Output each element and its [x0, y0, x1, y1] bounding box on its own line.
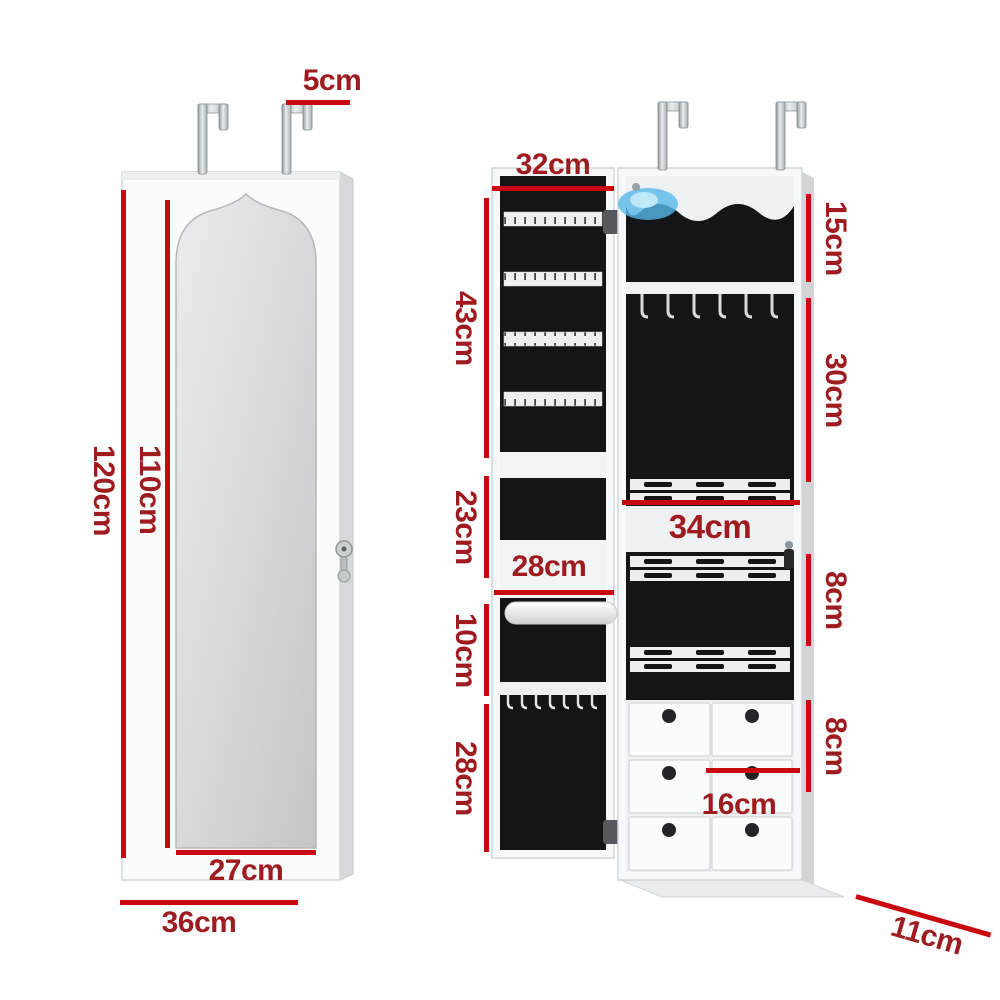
- door-hooks: [506, 694, 598, 710]
- lock-knob: [785, 541, 793, 549]
- drawer-hole-handle: [662, 709, 676, 723]
- dim-label-cabinet-width: 36cm: [161, 906, 237, 939]
- dim-line-interior-width: [622, 500, 800, 505]
- lock-and-key: [335, 540, 353, 583]
- closed-cabinet-top-edge: [122, 172, 340, 180]
- drawer: [711, 759, 793, 814]
- dim-label-overall-height: 120cm: [87, 444, 120, 536]
- drawer-hole-handle: [745, 823, 759, 837]
- necklace-rod: [504, 601, 618, 625]
- drawer: [711, 816, 793, 871]
- mid-shelf: [626, 506, 794, 552]
- dim-label-mirror-height: 110cm: [133, 445, 166, 535]
- drawer: [628, 816, 711, 871]
- dim-line-middle-section: [484, 476, 489, 578]
- body-interior: [626, 176, 794, 700]
- dim-label-hook-row: 10cm: [449, 612, 482, 688]
- dim-line-hook-row: [484, 604, 489, 696]
- dim-line-cabinet-width: [120, 900, 298, 905]
- dim-label-rod-width: 28cm: [511, 550, 587, 583]
- dim-line-earring-section: [484, 198, 489, 458]
- slot-rack-lower: [630, 647, 790, 672]
- open-cabinet-body: [617, 101, 845, 898]
- door-hook-strip: [500, 682, 606, 695]
- dim-label-lower-section: 28cm: [449, 740, 482, 816]
- dim-label-drawer-width: 16cm: [701, 788, 777, 821]
- drawer: [628, 702, 711, 757]
- body-side-panel: [802, 172, 814, 888]
- dim-line-door-width: [492, 186, 614, 191]
- overdoor-hook: [197, 103, 229, 175]
- dim-label-earring-section: 43cm: [449, 290, 482, 366]
- drawer-hole-handle: [662, 766, 676, 780]
- drawer-unit: [626, 700, 794, 872]
- door-divider-lower: [500, 540, 606, 598]
- dim-label-hook-side: 5cm: [302, 64, 362, 97]
- drawer-hole-handle: [745, 709, 759, 723]
- dim-line-overall-height: [121, 190, 126, 858]
- drawer: [711, 702, 793, 757]
- dim-label-lower-rack: 8cm: [819, 716, 852, 776]
- mirror: [175, 192, 317, 849]
- dim-line-drawer-width: [706, 768, 800, 773]
- dim-line-hook-side: [286, 100, 350, 105]
- dim-line-rod-width: [494, 590, 614, 595]
- dim-label-door-width: 32cm: [515, 148, 591, 181]
- drawer: [628, 759, 711, 814]
- dim-label-upper-rack: 8cm: [819, 570, 852, 630]
- body-hooks: [640, 294, 779, 319]
- dim-line-top-shelf: [806, 194, 811, 282]
- door-interior: [500, 176, 606, 850]
- dim-label-top-shelf: 15cm: [819, 200, 852, 276]
- hook-shelf: [626, 282, 794, 294]
- slot-rack-middle: [630, 556, 790, 581]
- top-valance: [626, 176, 794, 221]
- led-light-core: [630, 192, 658, 208]
- door-divider-upper: [500, 452, 606, 478]
- overdoor-hook: [775, 101, 807, 171]
- overdoor-hook: [657, 101, 689, 171]
- dim-label-mirror-width: 27cm: [208, 854, 284, 887]
- closed-cabinet-side-panel: [339, 171, 354, 881]
- dim-line-hook-section: [806, 298, 811, 482]
- magnet-catch: [632, 183, 640, 191]
- lock-latch: [784, 549, 794, 569]
- overdoor-hook: [281, 103, 313, 175]
- closed-cabinet: [121, 103, 354, 881]
- dim-label-hook-section: 30cm: [819, 352, 852, 428]
- slot-rack-upper: [630, 479, 790, 504]
- dim-line-upper-rack: [806, 554, 811, 646]
- dim-line-mirror-width: [176, 850, 316, 855]
- dim-label-middle-section: 23cm: [449, 489, 482, 565]
- drawer-hole-handle: [662, 823, 676, 837]
- dim-line-mirror-height: [165, 200, 170, 848]
- dim-label-interior-width: 34cm: [668, 508, 752, 545]
- earring-bars: [503, 211, 603, 407]
- dim-line-lower-rack: [806, 700, 811, 792]
- open-door: [491, 167, 623, 859]
- dim-line-lower-section: [484, 704, 489, 852]
